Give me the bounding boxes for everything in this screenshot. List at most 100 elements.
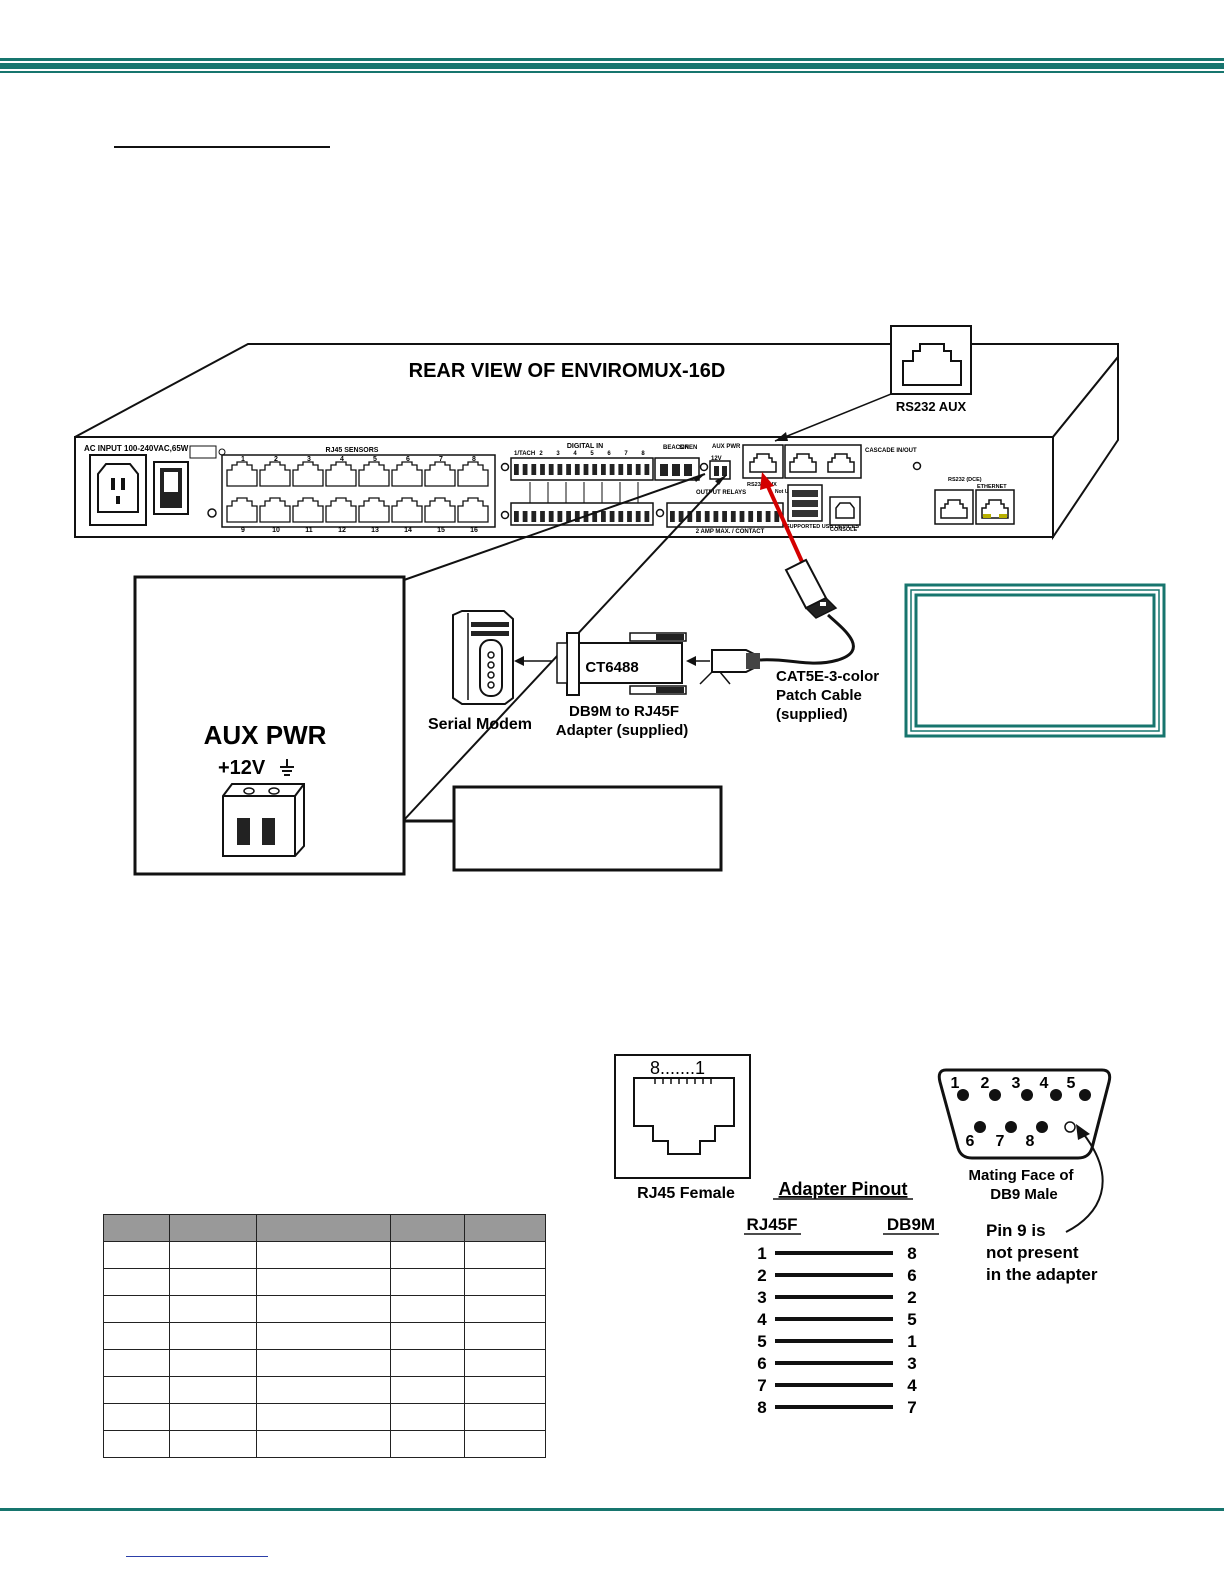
cable-label-1: CAT5E-3-color bbox=[776, 668, 879, 685]
digital-in-terminal bbox=[510, 457, 654, 481]
terminal-slot bbox=[601, 511, 606, 522]
sensor-ports bbox=[226, 461, 489, 523]
ethernet-label: ETHERNET bbox=[977, 484, 1007, 490]
rj45-female-icon bbox=[633, 1077, 735, 1155]
db9-pin-number: 4 bbox=[907, 1376, 917, 1395]
rj45-pin-number: 8 bbox=[757, 1398, 766, 1417]
note-box bbox=[452, 785, 723, 872]
rj45-top-label: 8.......1 bbox=[650, 1058, 705, 1078]
sensor-number: 15 bbox=[437, 527, 445, 534]
terminal-slot bbox=[670, 511, 675, 522]
sensor-number: 14 bbox=[404, 527, 412, 534]
pin-table-header bbox=[103, 1214, 546, 1242]
digital-in-label: DIGITAL IN bbox=[567, 443, 603, 450]
terminal-slot bbox=[540, 464, 545, 475]
terminal-slot bbox=[514, 511, 519, 522]
sensor-number: 9 bbox=[241, 527, 245, 534]
footer-rule bbox=[0, 1508, 1224, 1511]
db9-pin-number: 7 bbox=[907, 1398, 916, 1417]
sensor-number: 7 bbox=[439, 456, 443, 463]
terminal-slot bbox=[757, 511, 762, 522]
sensor-port bbox=[226, 461, 258, 487]
db9-pin-number: 3 bbox=[907, 1354, 916, 1373]
ac-input-label: AC INPUT 100-240VAC,65W bbox=[84, 444, 189, 453]
terminal-slot bbox=[531, 511, 537, 522]
aux-pwr-title: AUX PWR bbox=[204, 720, 327, 750]
db9-pin-number: 1 bbox=[907, 1332, 916, 1351]
footer-link-underline[interactable] bbox=[126, 1556, 268, 1557]
terminal-slot bbox=[687, 511, 693, 522]
terminal-slot bbox=[540, 511, 545, 522]
digital-in-number: 6 bbox=[607, 451, 611, 457]
rj45-pin-number: 1 bbox=[757, 1244, 766, 1263]
adapter-label-2: Adapter (supplied) bbox=[556, 722, 689, 739]
sensor-number: 10 bbox=[272, 527, 280, 534]
terminal-slot bbox=[592, 511, 598, 522]
terminal-slot bbox=[678, 511, 684, 522]
sensor-number: 12 bbox=[338, 527, 346, 534]
rj45-female-box bbox=[614, 1054, 751, 1179]
sensor-port bbox=[325, 461, 357, 487]
terminal-slot bbox=[592, 464, 598, 475]
not-used-label: Not Used bbox=[775, 489, 797, 495]
terminal-slot bbox=[548, 511, 554, 522]
diagram-title: REAR VIEW OF ENVIROMUX-16D bbox=[409, 360, 726, 382]
digital-in-number: 7 bbox=[624, 451, 628, 457]
console-port bbox=[829, 496, 861, 526]
sensor-number: 6 bbox=[406, 456, 410, 463]
db9-pin-9-missing bbox=[1064, 1121, 1076, 1133]
rj45-pin-number: 7 bbox=[757, 1376, 766, 1395]
red-arrow bbox=[764, 481, 810, 576]
db9-pin-number: 2 bbox=[981, 1075, 990, 1092]
terminal-slot bbox=[548, 464, 554, 475]
svg-text:12V: 12V bbox=[711, 456, 722, 462]
ac-inlet-icon bbox=[89, 454, 147, 526]
mating-face-label-2: DB9 Male bbox=[990, 1186, 1058, 1203]
terminal-slot bbox=[627, 511, 632, 522]
rs232-aux-port bbox=[742, 444, 784, 479]
sensor-number: 2 bbox=[274, 456, 278, 463]
usb-label: SUPPORTED USB DEVICES bbox=[786, 524, 859, 530]
terminal-slot bbox=[609, 511, 615, 522]
sensor-port bbox=[424, 461, 456, 487]
terminal-slot bbox=[765, 511, 771, 522]
aux-pwr-sub: +12V bbox=[218, 757, 266, 779]
terminal-slot bbox=[574, 464, 580, 475]
db9-pin-number: 6 bbox=[966, 1133, 975, 1150]
terminal-slot bbox=[644, 511, 650, 522]
terminal-slot bbox=[514, 464, 519, 475]
terminal-slot bbox=[583, 464, 589, 475]
terminal-slot bbox=[739, 511, 745, 522]
rj45-pin-number: 6 bbox=[757, 1354, 766, 1373]
adapter-label-1: DB9M to RJ45F bbox=[569, 703, 679, 720]
db9-pin-number: 2 bbox=[907, 1288, 916, 1307]
adapter-pinout-title: Adapter Pinout bbox=[779, 1179, 908, 1199]
rj45-pin-number: 4 bbox=[757, 1310, 767, 1329]
sensor-number: 8 bbox=[472, 456, 476, 463]
terminal-slot bbox=[557, 464, 563, 475]
terminal-slot bbox=[609, 464, 615, 475]
rs232-dce-label: RS232 (DCE) bbox=[948, 477, 982, 483]
terminal-slot bbox=[618, 511, 624, 522]
patch-cable bbox=[759, 613, 855, 665]
rj45-port-icon bbox=[902, 343, 962, 386]
terminal-slot bbox=[566, 464, 571, 475]
rj45-plug-icon bbox=[784, 558, 838, 619]
teal-note-box bbox=[904, 583, 1166, 738]
terminal-slot bbox=[627, 464, 632, 475]
sensor-port bbox=[259, 461, 291, 487]
sensor-port bbox=[457, 461, 489, 487]
sensor-number: 13 bbox=[371, 527, 379, 534]
tach-label: 1/TACH bbox=[514, 451, 535, 457]
header-rule bbox=[0, 0, 1224, 80]
db9-pin bbox=[1021, 1089, 1033, 1101]
sensor-number: 1 bbox=[241, 456, 245, 463]
digital-in-number: 5 bbox=[590, 451, 594, 457]
terminal-slot bbox=[774, 511, 780, 522]
db9-pin-number: 8 bbox=[1026, 1133, 1035, 1150]
sensor-number: 11 bbox=[305, 527, 313, 534]
table-row bbox=[103, 1268, 546, 1296]
terminal-slot bbox=[696, 511, 701, 522]
digital-in-number: 2 bbox=[539, 451, 543, 457]
